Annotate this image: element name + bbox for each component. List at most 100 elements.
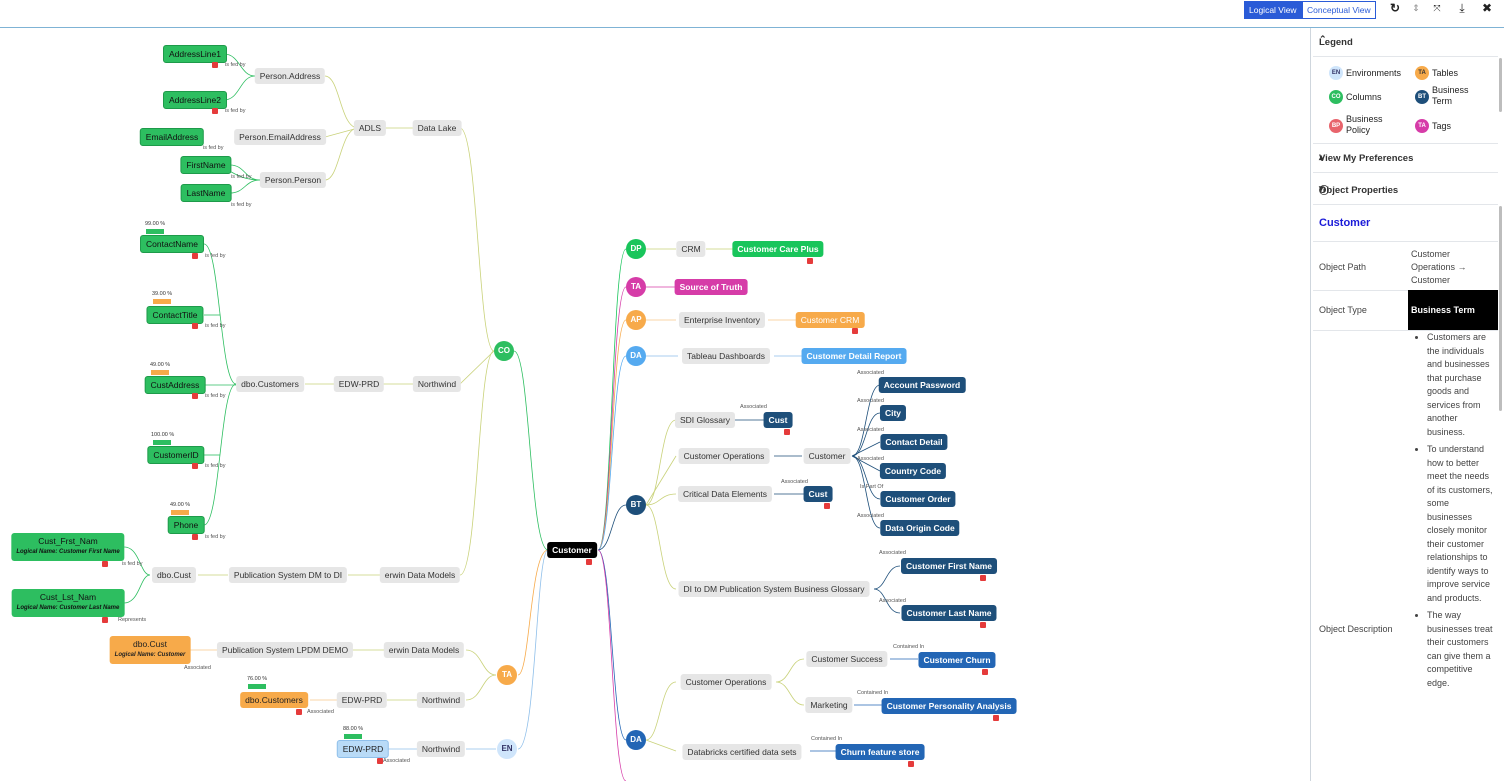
table-person-emailaddress[interactable]: Person.EmailAddress — [234, 129, 326, 145]
node-tableau-dashboards[interactable]: Tableau Dashboards — [682, 348, 770, 364]
columns-group-circle[interactable]: CO — [494, 341, 514, 361]
node-data-lake[interactable]: Data Lake — [412, 120, 462, 136]
download-icon[interactable]: ⤓ — [1459, 1, 1465, 15]
lock-icon — [993, 715, 999, 721]
expand-icon[interactable]: ⇕ — [1412, 3, 1420, 13]
term-customer-first-name[interactable]: Customer First Name — [901, 558, 997, 574]
column-addressline2[interactable]: AddressLine2 — [163, 91, 227, 109]
term-cust[interactable]: Cust — [763, 412, 793, 428]
business-terms-group-circle[interactable]: BT — [626, 495, 646, 515]
node-customer-care-plus[interactable]: Customer Care Plus — [732, 241, 824, 257]
node-customer[interactable]: Customer — [803, 448, 851, 464]
node-databricks-certified-data-sets[interactable]: Databricks certified data sets — [682, 744, 802, 760]
close-icon[interactable]: ✖ — [1481, 1, 1493, 15]
node-di-to-dm-glossary[interactable]: DI to DM Publication System Business Glo… — [678, 581, 870, 597]
term-country-code[interactable]: Country Code — [879, 463, 947, 479]
logical-view-button[interactable]: Logical View — [1244, 1, 1302, 19]
node-edw-prd-env[interactable]: EDW-PRD — [336, 740, 390, 758]
tables-group-circle[interactable]: TA — [497, 665, 517, 685]
ap-group-circle[interactable]: AP — [626, 310, 646, 330]
node-northwind-env[interactable]: Northwind — [416, 741, 466, 757]
column-firstname[interactable]: FirstName — [180, 156, 232, 174]
lock-icon — [192, 534, 198, 540]
column-customerid[interactable]: CustomerID — [147, 446, 205, 464]
caret-down-icon[interactable]: ▾ — [1319, 183, 1324, 193]
legend-header[interactable]: Legend⌃ — [1313, 28, 1498, 57]
object-type-row: Object Type Business Term — [1313, 290, 1498, 331]
node-erwin-data-models[interactable]: erwin Data Models — [379, 567, 461, 583]
table-person-person[interactable]: Person.Person — [259, 172, 327, 188]
column-emailaddress[interactable]: EmailAddress — [139, 128, 205, 146]
column-contacttitle[interactable]: ContactTitle — [146, 306, 204, 324]
edge-label: Associated — [879, 550, 906, 556]
node-customer-personality-analysis[interactable]: Customer Personality Analysis — [881, 698, 1017, 714]
da-group-circle[interactable]: DA — [626, 346, 646, 366]
properties-scrollbar[interactable] — [1499, 206, 1502, 411]
node-edw-prd-2[interactable]: EDW-PRD — [336, 692, 388, 708]
dp-group-circle[interactable]: DP — [626, 239, 646, 259]
node-critical-data-elements[interactable]: Critical Data Elements — [677, 486, 773, 502]
node-customer-churn[interactable]: Customer Churn — [918, 652, 996, 668]
da-group-circle-2[interactable]: DA — [626, 730, 646, 750]
legend-co-icon: CO — [1329, 90, 1343, 104]
chevron-up-icon[interactable]: ⌃ — [1319, 34, 1327, 44]
lock-icon — [296, 709, 302, 715]
root-node-customer[interactable]: Customer — [547, 542, 597, 558]
refresh-icon[interactable]: ↻ — [1389, 1, 1401, 15]
table-dbo-customers-orange[interactable]: dbo.Customers — [240, 692, 308, 708]
lock-icon — [212, 62, 218, 68]
node-customer-success[interactable]: Customer Success — [806, 651, 888, 667]
edge-label: is fed by — [205, 393, 226, 399]
node-publication-system-lpdm-demo[interactable]: Publication System LPDM DEMO — [216, 642, 354, 658]
node-customer-operations[interactable]: Customer Operations — [678, 448, 770, 464]
environments-group-circle[interactable]: EN — [497, 739, 517, 759]
tag-source-of-truth[interactable]: Source of Truth — [674, 279, 748, 295]
caret-up-icon[interactable]: ▴ — [1319, 152, 1324, 162]
term-data-origin-code[interactable]: Data Origin Code — [880, 520, 960, 536]
table-dbo-cust[interactable]: dbo.Cust — [151, 567, 197, 583]
node-customer-detail-report[interactable]: Customer Detail Report — [801, 348, 907, 364]
node-erwin-data-models-2[interactable]: erwin Data Models — [383, 642, 465, 658]
collapse-icon[interactable]: ⤧ — [1433, 3, 1441, 13]
node-marketing[interactable]: Marketing — [805, 697, 853, 713]
node-northwind-2[interactable]: Northwind — [416, 692, 466, 708]
object-properties-title: Object Properties — [1319, 185, 1399, 196]
column-contactname[interactable]: ContactName — [140, 235, 204, 253]
edge-label: Associated — [857, 370, 884, 376]
term-city[interactable]: City — [879, 405, 907, 421]
node-publication-system-dm-to-di[interactable]: Publication System DM to DI — [228, 567, 348, 583]
lock-icon — [192, 393, 198, 399]
node-enterprise-inventory[interactable]: Enterprise Inventory — [678, 312, 766, 328]
term-cust-2[interactable]: Cust — [803, 486, 833, 502]
legend-bp-icon: BP — [1329, 119, 1343, 133]
column-addressline1[interactable]: AddressLine1 — [163, 45, 227, 63]
column-lastname[interactable]: LastName — [180, 184, 232, 202]
preferences-header[interactable]: View My Preferences▴ — [1313, 143, 1498, 173]
node-northwind[interactable]: Northwind — [412, 376, 462, 392]
node-edw-prd[interactable]: EDW-PRD — [333, 376, 385, 392]
legend-scrollbar[interactable] — [1499, 58, 1502, 112]
conceptual-view-button[interactable]: Conceptual View — [1302, 1, 1376, 19]
table-dbo-customers[interactable]: dbo.Customers — [236, 376, 304, 392]
node-customer-operations-da[interactable]: Customer Operations — [680, 674, 772, 690]
column-custaddress[interactable]: CustAddress — [144, 376, 206, 394]
info-icon[interactable]: ⓘ — [1319, 186, 1329, 197]
column-phone[interactable]: Phone — [167, 516, 205, 534]
node-customer-crm[interactable]: Customer CRM — [795, 312, 865, 328]
object-type-value: Business Term — [1408, 290, 1498, 330]
tags-group-circle[interactable]: TA — [626, 277, 646, 297]
term-customer-last-name[interactable]: Customer Last Name — [901, 605, 997, 621]
node-sdi-glossary[interactable]: SDI Glossary — [674, 412, 736, 428]
node-churn-feature-store[interactable]: Churn feature store — [835, 744, 925, 760]
node-adls[interactable]: ADLS — [353, 120, 387, 136]
node-crm[interactable]: CRM — [676, 241, 706, 257]
term-contact-detail[interactable]: Contact Detail — [880, 434, 948, 450]
term-account-password[interactable]: Account Password — [878, 377, 966, 393]
term-customer-order[interactable]: Customer Order — [880, 491, 956, 507]
table-person-address[interactable]: Person.Address — [254, 68, 326, 84]
lineage-graph-canvas[interactable]: AddressLine1 AddressLine2 EmailAddress F… — [0, 28, 1311, 781]
